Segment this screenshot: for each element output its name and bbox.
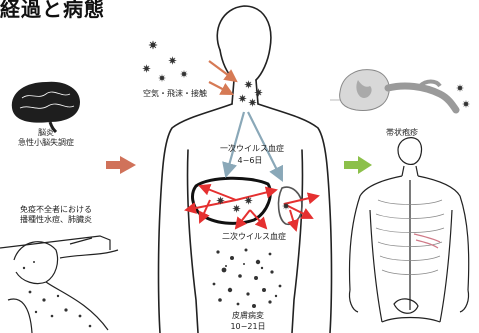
zoster-label: 帯状疱疹 (386, 128, 418, 138)
virus-particles (143, 41, 470, 212)
right-arrow (344, 156, 372, 174)
immunocompromised-label: 免疫不全者における (14, 205, 98, 215)
skin-lesion-dots (213, 249, 282, 309)
primary-viremia-label: 一次ウイルス血症 (220, 144, 280, 154)
secondary-viremia-label: 二次ウイルス血症 (222, 232, 284, 242)
body-silhouette (159, 6, 332, 333)
patient-in-bed-illustration (0, 236, 118, 333)
spleen-organ (279, 187, 302, 224)
transmission-label: 空気・飛沫・接触 (143, 89, 207, 99)
spinal-cord-illustration (340, 70, 456, 111)
left-arrow (106, 156, 136, 174)
primary-viremia-days: 4−6日 (228, 156, 272, 166)
skin-lesion-days: 10−21日 (226, 322, 270, 332)
cerebellar-ataxia-label: 急性小脳失調症 (6, 138, 86, 148)
skin-lesion-label: 皮膚病変 (226, 311, 270, 321)
patient-lesions (23, 261, 92, 327)
disseminated-varicella-label: 播種性水痘、肺臓炎 (14, 215, 98, 225)
encephalitis-label: 脳炎 (6, 128, 86, 138)
brain-illustration (12, 82, 80, 132)
entry-arrows (209, 61, 236, 94)
